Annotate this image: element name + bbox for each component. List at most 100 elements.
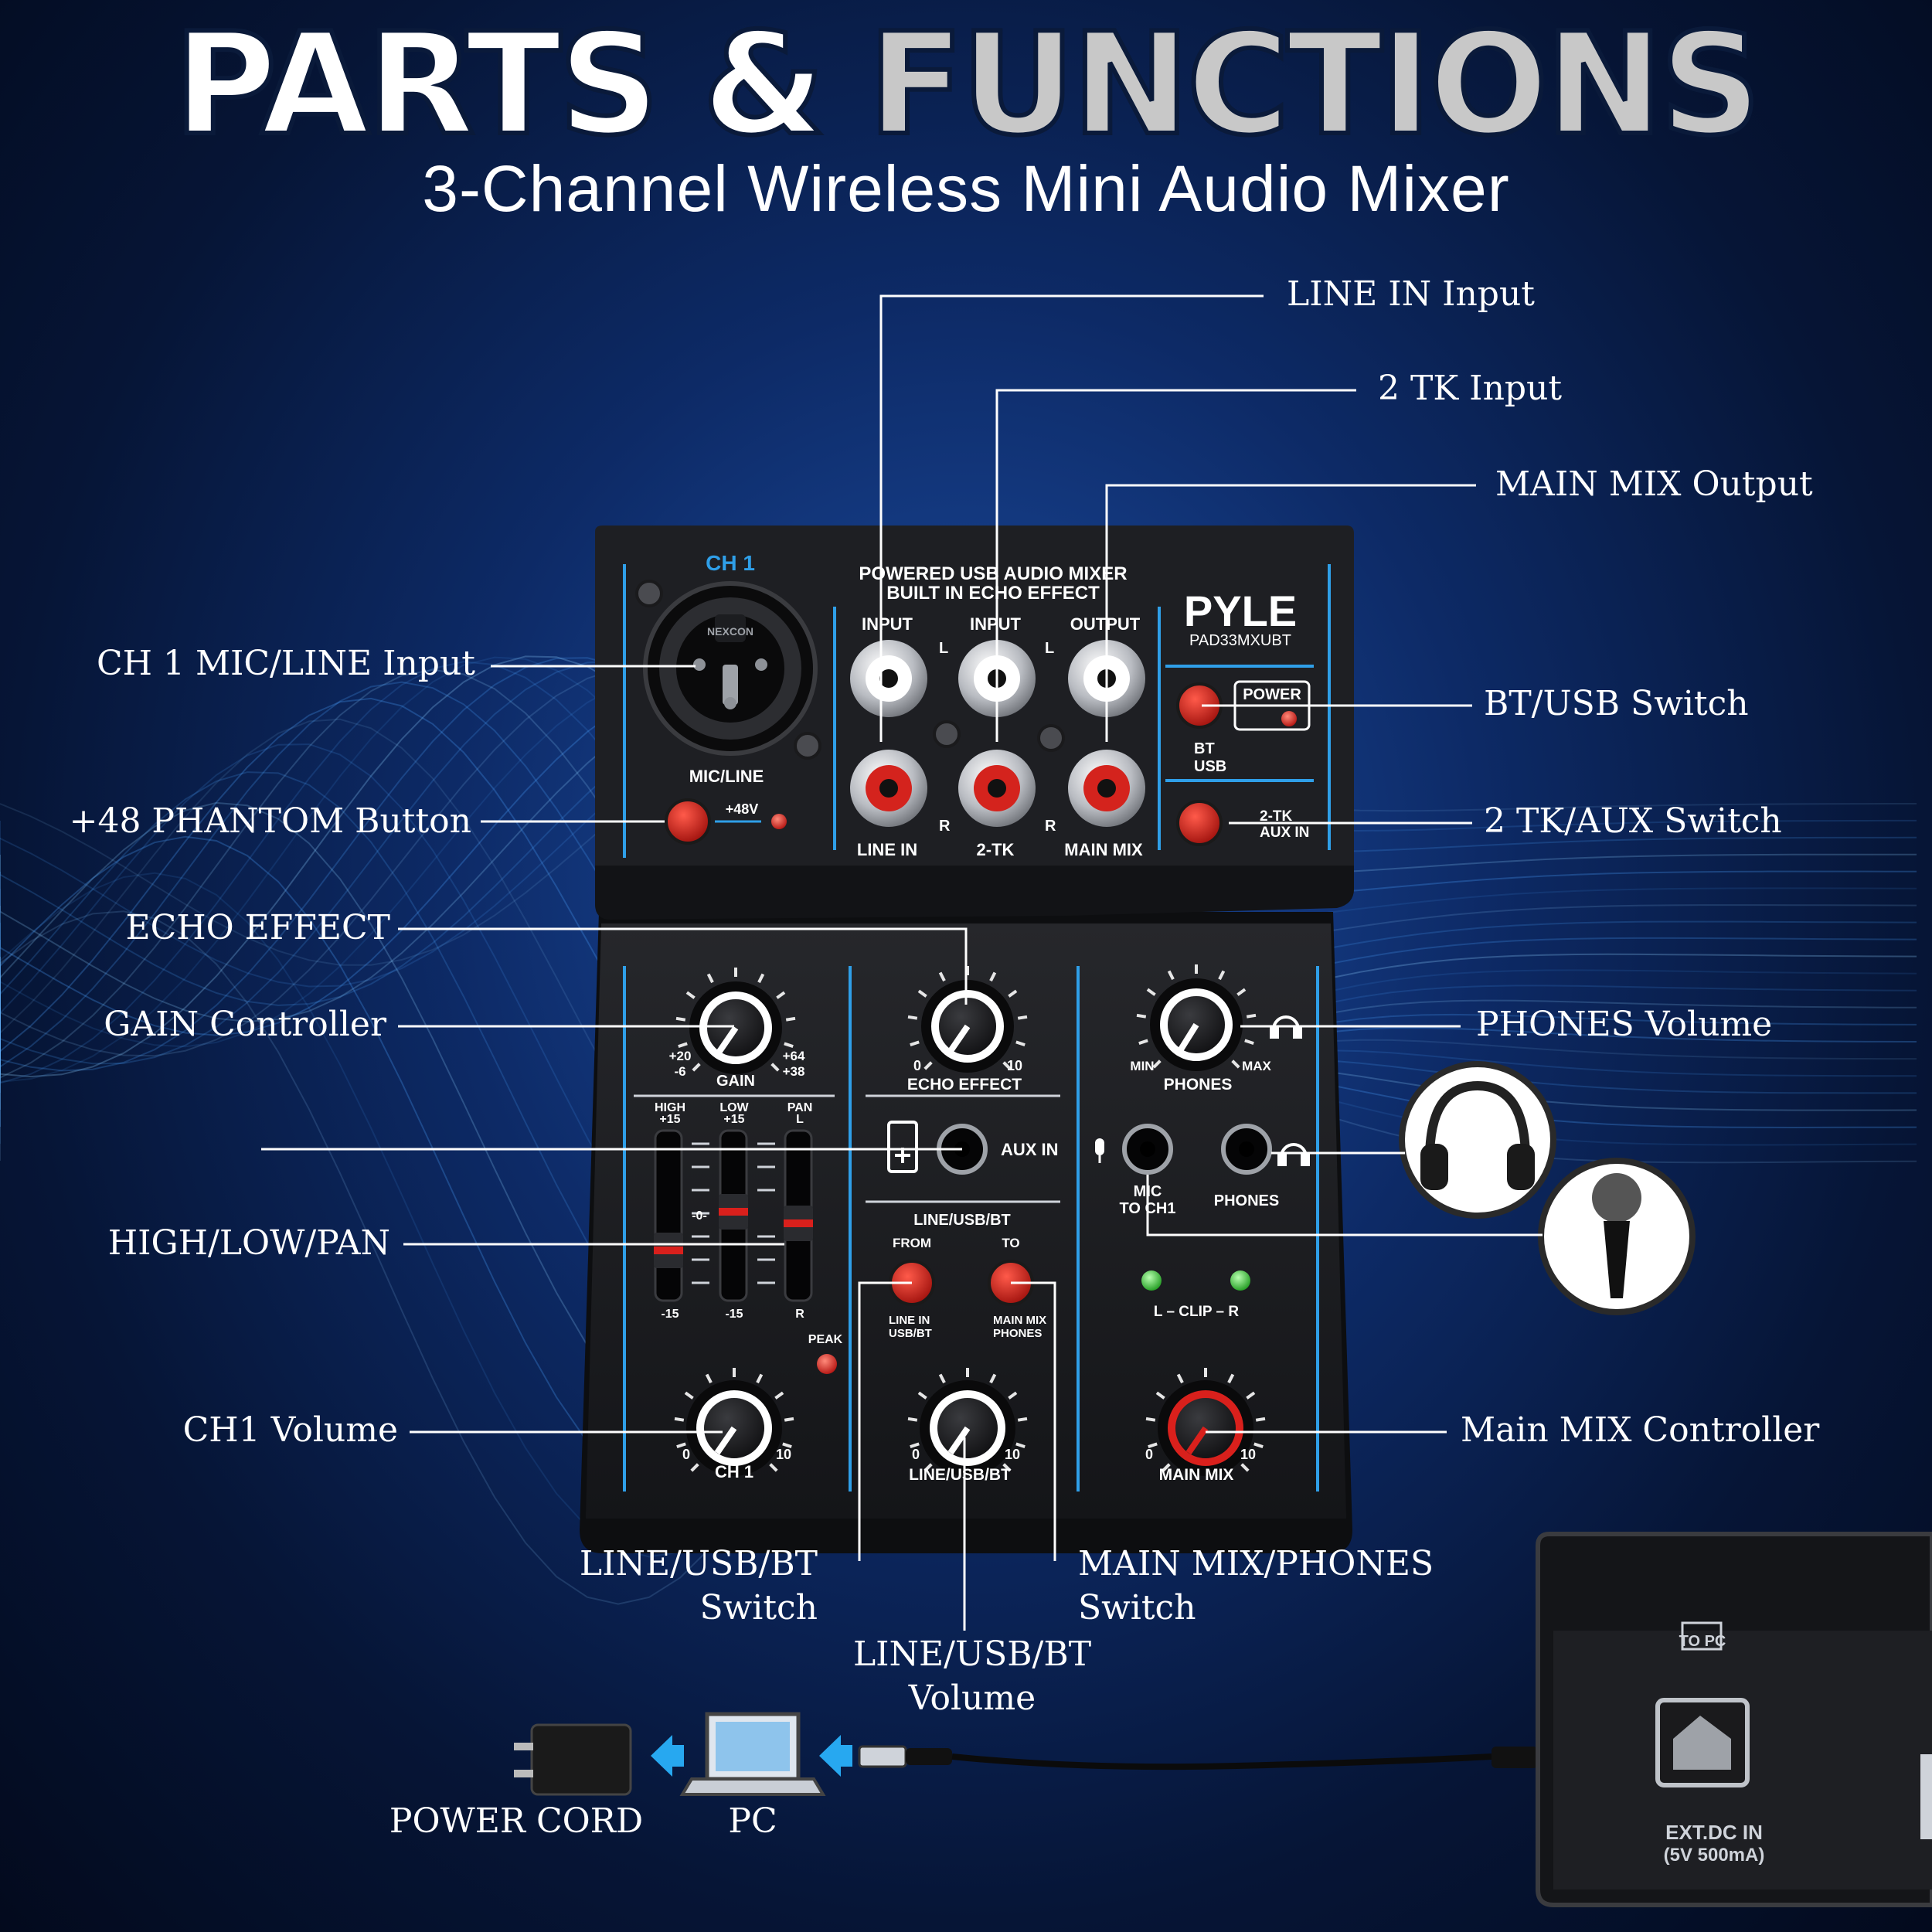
knob-tick: [774, 1391, 784, 1400]
phones-knob[interactable]: [1150, 978, 1243, 1071]
phones-knob-label: PHONES: [1164, 1076, 1233, 1094]
knob-tick: [784, 1417, 794, 1422]
aux-in-jack[interactable]: [937, 1124, 988, 1175]
knob-tick: [1015, 1040, 1026, 1047]
ext-dc-label-2: (5V 500mA): [1664, 1845, 1765, 1866]
main-mix-knob[interactable]: [1158, 1380, 1253, 1476]
gain-knob[interactable]: [689, 981, 782, 1074]
knob-tick: [1136, 1013, 1147, 1019]
high-fader-cap[interactable]: [654, 1233, 683, 1268]
tk2-l-jack[interactable]: [958, 640, 1036, 717]
phones-jack-label: PHONES: [1214, 1192, 1279, 1209]
line-usb-bt-volume-label: LINE/USB/BT: [909, 1466, 1011, 1484]
title-part-2: FUNCTIONS: [866, 2, 1764, 166]
main-mix-phones-switch[interactable]: [988, 1260, 1034, 1306]
knob-tick: [674, 1417, 685, 1422]
tk2-r-jack[interactable]: [958, 750, 1036, 827]
clip-led-left: [1141, 1270, 1162, 1291]
high-m15: -15: [661, 1308, 679, 1321]
callout-line-usb-bt-volume-line-1: LINE/USB/BT: [852, 1634, 1092, 1674]
sw-main-mix-label: MAIN MIX: [993, 1314, 1046, 1327]
section-dividers: [634, 1094, 1060, 1203]
line-usb-bt-switch[interactable]: [889, 1260, 935, 1306]
ch1-combo-jack[interactable]: [643, 581, 818, 756]
lub-ten: 10: [1005, 1447, 1020, 1462]
line-usb-bt-volume-knob[interactable]: [920, 1380, 1015, 1476]
power-adapter-icon: [514, 1723, 632, 1796]
l-label-2: L: [1045, 640, 1054, 657]
high-p15: +15: [659, 1113, 680, 1126]
mic-jack[interactable]: [1122, 1124, 1173, 1175]
knob-tick: [1138, 1039, 1148, 1046]
knob-tick: [1017, 1015, 1028, 1020]
mic-label: MIC: [1134, 1183, 1162, 1200]
knob-tick: [938, 1373, 946, 1384]
knob-tick: [989, 971, 997, 982]
callout-phantom-button: +48 PHANTOM Button: [69, 801, 471, 841]
usb-cable: [858, 1745, 1570, 1770]
bt-usb-switch[interactable]: [1176, 682, 1223, 729]
aux-in-label: AUX IN: [1001, 1140, 1059, 1159]
line-in-r-jack[interactable]: [850, 750, 927, 827]
knob-tick: [910, 1040, 920, 1047]
knob-tick: [1240, 1463, 1250, 1472]
low-label: LOW: [719, 1101, 749, 1114]
microphone-bubble: [1538, 1158, 1696, 1315]
knob-tick: [1244, 1039, 1254, 1046]
lub-zero: 0: [912, 1447, 920, 1462]
callout-line-usb-bt-switch-line-2: Switch: [699, 1588, 818, 1628]
callout-line-usb-bt-volume-line-2: Volume: [908, 1679, 1036, 1719]
knob-tick: [770, 1063, 780, 1072]
knob-tick: [907, 1417, 918, 1422]
phones-jack[interactable]: [1221, 1124, 1272, 1175]
callout-line-usb-bt-switch: LINE/USB/BT Switch: [580, 1542, 818, 1630]
mic-icon: [1095, 1138, 1104, 1163]
callout-power-cord: POWER CORD: [389, 1801, 644, 1841]
knob-tick: [1227, 1373, 1235, 1384]
knob-tick: [923, 1061, 933, 1070]
knob-tick: [782, 1442, 792, 1449]
callout-main-mix-output: MAIN MIX Output: [1495, 464, 1813, 504]
knob-tick: [676, 1442, 686, 1449]
brand-logo: PYLE: [1184, 587, 1297, 635]
pan-fader-cap[interactable]: [784, 1206, 813, 1241]
low-fader-cap[interactable]: [719, 1194, 748, 1230]
knob-tick: [1162, 1463, 1171, 1472]
sw-aux-label: AUX IN: [1260, 825, 1309, 841]
sw-line-in-label: LINE IN: [889, 1314, 930, 1327]
phantom-led: [771, 814, 787, 829]
callout-main-mix-controller: Main MIX Controller: [1461, 1410, 1820, 1450]
gain-label: GAIN: [716, 1073, 755, 1090]
ch1-label: CH 1: [706, 551, 755, 575]
knob-tick: [907, 1015, 918, 1020]
knob-tick: [692, 1063, 701, 1072]
laptop-icon: [679, 1712, 826, 1796]
ch1-volume-knob[interactable]: [686, 1380, 782, 1476]
v48-label: +48V: [726, 801, 759, 817]
max-label: MAX: [1242, 1059, 1271, 1073]
mm-ten: 10: [1240, 1447, 1256, 1462]
phantom-button[interactable]: [665, 798, 711, 845]
jack-brand-label: NEXCON: [707, 625, 753, 638]
control-panel: [586, 923, 1346, 1519]
gain-right-2: +38: [783, 1064, 805, 1079]
sw-phones-label: PHONES: [993, 1327, 1042, 1340]
to-pc-label: TO PC: [1679, 1633, 1726, 1650]
echo-zero: 0: [913, 1058, 921, 1073]
line-in-l-jack[interactable]: [850, 640, 927, 717]
headphones-bubble: [1399, 1061, 1556, 1219]
tk-aux-switch[interactable]: [1176, 800, 1223, 846]
power-led: [1281, 711, 1297, 726]
sw-2tk-label: 2-TK: [1260, 808, 1293, 825]
main-mix-r-jack[interactable]: [1068, 750, 1145, 827]
callout-high-low-pan: HIGH/LOW/PAN: [107, 1223, 390, 1263]
echo-knob[interactable]: [921, 980, 1014, 1073]
knob-tick: [1002, 1463, 1012, 1472]
device-side-panel: TO PC EXT.DC IN (5V 500mA): [1536, 1532, 1932, 1907]
knob-tick: [923, 1463, 933, 1472]
fader-zero-mark: -0-: [692, 1209, 707, 1223]
mm-zero: 0: [1145, 1447, 1153, 1462]
knob-tick: [784, 1042, 794, 1049]
main-mix-l-jack[interactable]: [1068, 640, 1145, 717]
to-ch1-label: TO CH1: [1120, 1200, 1176, 1217]
